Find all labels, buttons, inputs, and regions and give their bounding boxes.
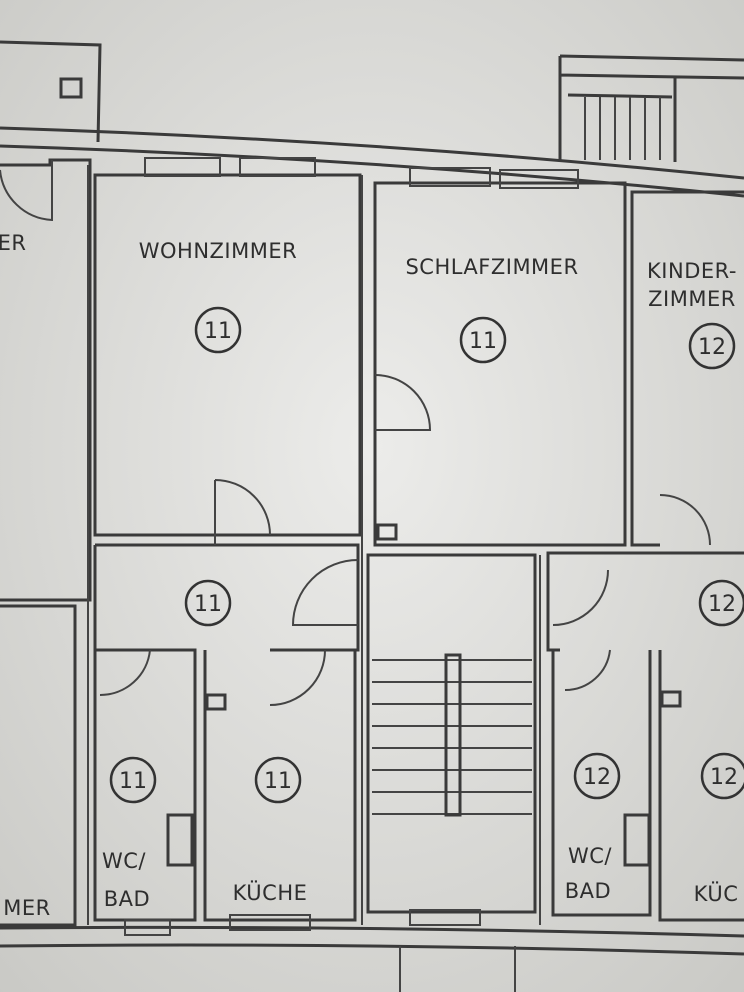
room-label-bad-11-2: BAD [104, 887, 150, 911]
room-number-bad-11: 11 [119, 769, 147, 794]
room-number-circle [573, 752, 621, 800]
room-label-bad-12-2: BAD [565, 879, 611, 903]
room-label-kueche-11: KÜCHE [233, 880, 308, 905]
room-label-left-bottom: MER [3, 896, 50, 920]
windows [124, 157, 579, 936]
room-number-flur-11: 11 [194, 592, 222, 617]
room-number-kueche-12: 12 [710, 765, 738, 790]
room-number-circle [109, 756, 157, 804]
room-walls [0, 158, 744, 927]
door-swings [0, 160, 711, 706]
room-number-circle [698, 579, 744, 627]
top-left-annex [0, 40, 102, 143]
room-label-kinderzimmer-2: ZIMMER [648, 287, 736, 311]
room-number-circle [254, 756, 302, 804]
room-number-flur-12: 12 [708, 592, 736, 617]
room-number-bad-12: 12 [583, 765, 611, 790]
room-label-kueche-12: KÜC [694, 881, 739, 906]
room-number-wohnzimmer: 11 [204, 319, 232, 344]
room-number-circle [688, 322, 736, 370]
room-number-circle [459, 316, 507, 364]
room-number-circle [700, 752, 744, 800]
room-number-schlafzimmer: 11 [469, 329, 497, 354]
staircase [372, 653, 532, 817]
room-label-kinderzimmer-1: KINDER- [647, 259, 737, 283]
room-label-left-top: ER [0, 231, 26, 255]
room-label-schlafzimmer: SCHLAFZIMMER [405, 255, 578, 279]
room-label-bad-11-1: WC/ [102, 849, 146, 873]
room-number-circle [194, 306, 242, 354]
room-number-kinderzimmer: 12 [698, 335, 726, 360]
exterior-walls [0, 126, 744, 992]
balcony [558, 54, 744, 162]
room-label-bad-12-1: WC/ [568, 844, 612, 868]
room-label-wohnzimmer: WOHNZIMMER [139, 239, 297, 263]
room-number-circle [184, 579, 232, 627]
room-number-kueche-11: 11 [264, 769, 292, 794]
